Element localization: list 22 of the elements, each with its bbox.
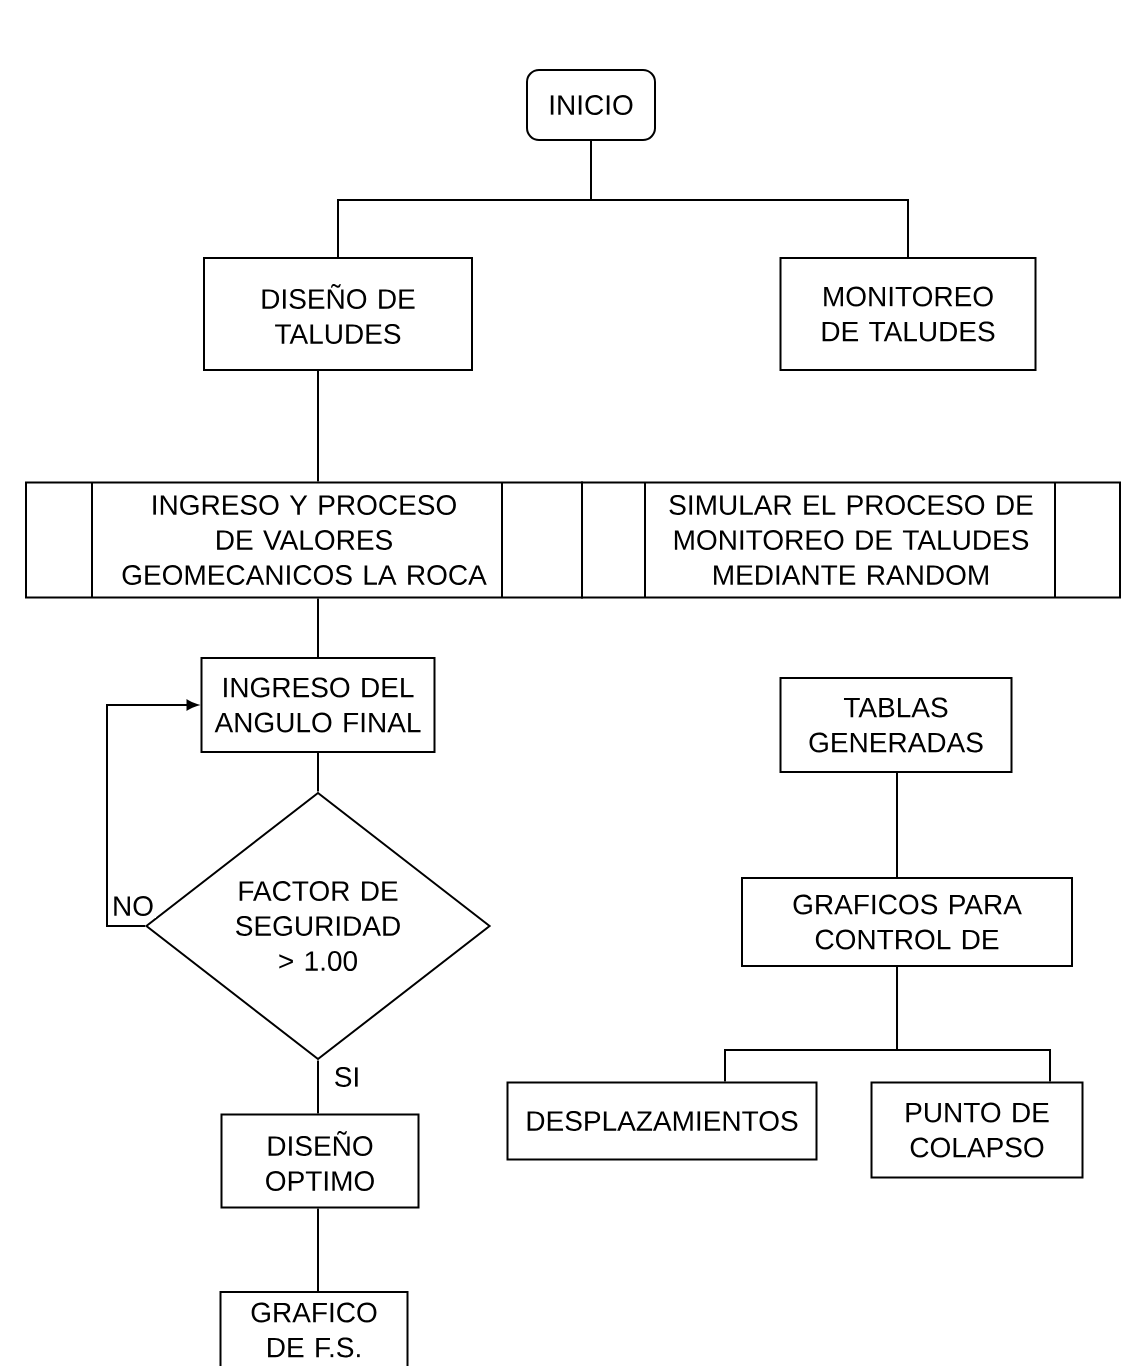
- connector-line: [317, 597, 319, 658]
- connector-line: [896, 772, 898, 878]
- connector-line: [317, 1059, 319, 1115]
- start-box: INICIO: [526, 69, 656, 141]
- connector-line: [317, 1207, 319, 1292]
- process-box: TABLAS GENERADAS: [779, 677, 1013, 773]
- process-box: DESPLAZAMIENTOS: [506, 1081, 818, 1161]
- process-box: GRAFICO DE F.S.: [219, 1291, 409, 1366]
- process-box: MONITOREO DE TALUDES: [779, 257, 1037, 371]
- process-box: DISEÑO DE TALUDES: [203, 257, 473, 371]
- predefined-process-box: INGRESO Y PROCESO DE VALORES GEOMECANICOS LA ROCA: [25, 481, 583, 599]
- connector-line: [317, 370, 319, 483]
- process-box: GRAFICOS PARA CONTROL DE: [741, 877, 1073, 967]
- edge-label: SI: [331, 1065, 363, 1089]
- process-box: PUNTO DE COLAPSO: [870, 1081, 1084, 1179]
- connector-line: [106, 699, 198, 927]
- predefined-process-box: SIMULAR EL PROCESO DE MONITOREO DE TALUDES MEDIANTE RANDOM: [581, 481, 1121, 599]
- connector-line: [896, 966, 1051, 1083]
- connector-line: [317, 752, 319, 793]
- connector-line: [590, 140, 909, 258]
- process-box: INGRESO DEL ANGULO FINAL: [200, 657, 436, 753]
- process-box: DISEÑO OPTIMO: [220, 1113, 420, 1209]
